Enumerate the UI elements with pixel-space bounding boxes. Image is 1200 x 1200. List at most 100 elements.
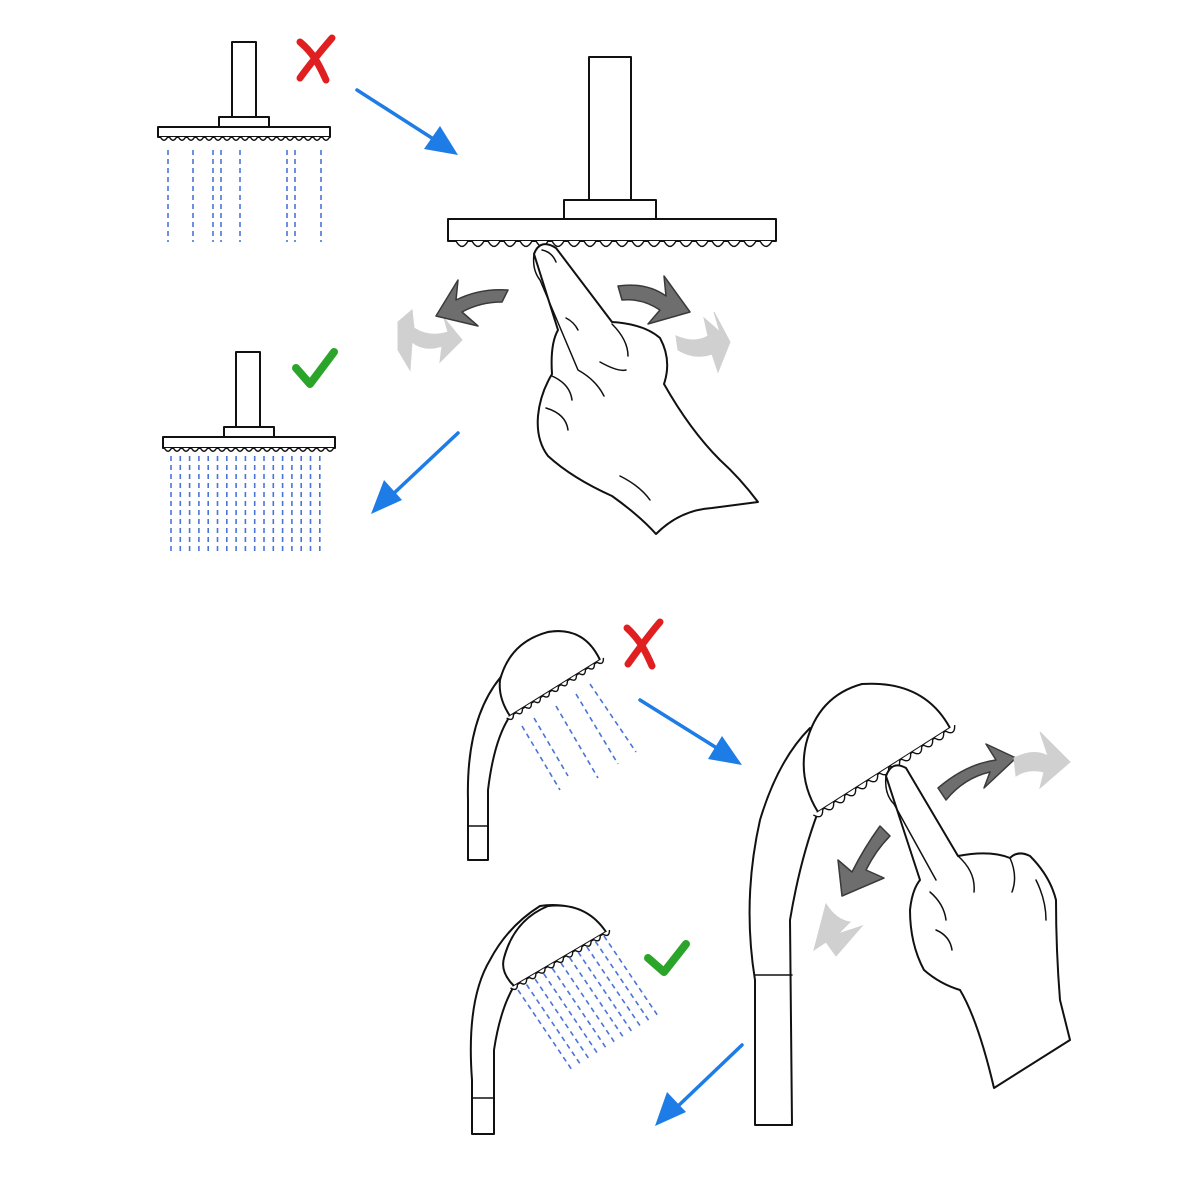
nozzle bbox=[824, 802, 835, 811]
water-stream bbox=[517, 989, 573, 1071]
nozzle bbox=[519, 240, 533, 248]
nozzle bbox=[294, 136, 304, 141]
nozzle bbox=[711, 240, 725, 248]
cross-icon bbox=[623, 618, 664, 670]
shower-plate bbox=[157, 126, 331, 138]
nozzle bbox=[172, 447, 182, 452]
nozzle bbox=[213, 136, 223, 141]
nozzle bbox=[602, 929, 611, 937]
nozzle bbox=[186, 136, 196, 141]
nozzle bbox=[945, 725, 956, 734]
nozzle bbox=[542, 691, 551, 698]
rub-arrow-right bbox=[617, 275, 731, 374]
nozzle bbox=[587, 663, 596, 670]
nozzle bbox=[923, 739, 934, 748]
nozzle bbox=[846, 788, 857, 797]
fixed-head-clean bbox=[162, 351, 336, 552]
water-stream bbox=[525, 984, 582, 1066]
nozzle bbox=[253, 447, 263, 452]
nozzle bbox=[307, 447, 317, 452]
shower-plate bbox=[447, 218, 777, 242]
rub-arrow-down bbox=[813, 825, 891, 957]
arrow-icon bbox=[655, 1043, 744, 1126]
nozzle bbox=[727, 240, 741, 248]
nozzle bbox=[663, 240, 677, 248]
shower-flange bbox=[223, 426, 275, 438]
nozzle bbox=[615, 240, 629, 248]
nozzle bbox=[934, 732, 945, 741]
nozzle bbox=[565, 951, 574, 958]
nozzle-row bbox=[159, 136, 331, 141]
nozzle bbox=[631, 240, 645, 248]
nozzle bbox=[515, 708, 524, 715]
nozzle bbox=[556, 956, 565, 964]
nozzle bbox=[551, 240, 565, 248]
nozzle bbox=[289, 447, 299, 452]
nozzle bbox=[321, 136, 331, 141]
shower-arm bbox=[231, 41, 257, 119]
sparse-water-spray bbox=[521, 683, 637, 791]
nozzle bbox=[533, 697, 542, 704]
rub-arrow-right bbox=[937, 731, 1071, 801]
nozzle bbox=[537, 967, 546, 974]
nozzle bbox=[901, 753, 912, 762]
nozzle bbox=[298, 447, 308, 452]
nozzle bbox=[695, 240, 709, 248]
fixed-shower-section bbox=[157, 34, 777, 552]
nozzle bbox=[168, 136, 178, 141]
nozzle bbox=[199, 447, 209, 452]
nozzle bbox=[592, 935, 601, 942]
nozzle bbox=[574, 946, 583, 953]
nozzle bbox=[647, 240, 661, 248]
nozzle bbox=[471, 240, 485, 248]
nozzle bbox=[528, 973, 537, 980]
nozzle bbox=[181, 447, 191, 452]
water-stream bbox=[603, 935, 659, 1017]
nozzle bbox=[249, 136, 259, 141]
handheld-head-clean bbox=[469, 904, 659, 1135]
nozzle-row bbox=[163, 447, 335, 452]
nozzle bbox=[271, 447, 281, 452]
water-stream bbox=[594, 940, 651, 1022]
nozzle bbox=[599, 240, 613, 248]
nozzle bbox=[204, 136, 214, 141]
water-stream bbox=[534, 978, 590, 1060]
water-stream bbox=[568, 957, 625, 1039]
nozzle bbox=[303, 136, 313, 141]
nozzle bbox=[267, 136, 277, 141]
fixed-head-rubbing bbox=[397, 56, 777, 535]
handheld-head-clogged bbox=[466, 630, 637, 861]
shower-flange bbox=[563, 199, 657, 220]
full-water-spray bbox=[170, 456, 321, 552]
shower-plate bbox=[162, 436, 336, 449]
nozzle bbox=[316, 447, 326, 452]
nozzle bbox=[912, 746, 923, 755]
nozzle bbox=[835, 795, 846, 804]
nozzle bbox=[679, 240, 693, 248]
nozzle bbox=[524, 702, 533, 709]
nozzle bbox=[578, 669, 587, 676]
nozzle bbox=[208, 447, 218, 452]
nozzle bbox=[217, 447, 227, 452]
nozzle bbox=[519, 978, 528, 985]
nozzle bbox=[312, 136, 322, 141]
nozzle bbox=[569, 674, 578, 681]
water-stream bbox=[551, 967, 608, 1049]
nozzle-row bbox=[455, 240, 773, 248]
nozzle bbox=[262, 447, 272, 452]
water-stream bbox=[577, 951, 633, 1033]
nozzle bbox=[258, 136, 268, 141]
nozzle-row bbox=[510, 929, 611, 991]
finger-icon bbox=[532, 243, 759, 535]
arrow-icon bbox=[638, 698, 742, 765]
nozzle bbox=[759, 240, 773, 248]
nozzle-row bbox=[813, 725, 956, 818]
check-icon bbox=[292, 348, 338, 388]
nozzle bbox=[813, 809, 824, 818]
arrow-icon bbox=[355, 88, 458, 155]
nozzle bbox=[190, 447, 200, 452]
nozzle bbox=[159, 136, 169, 141]
nozzle bbox=[325, 447, 335, 452]
finger-icon bbox=[884, 764, 1071, 1089]
